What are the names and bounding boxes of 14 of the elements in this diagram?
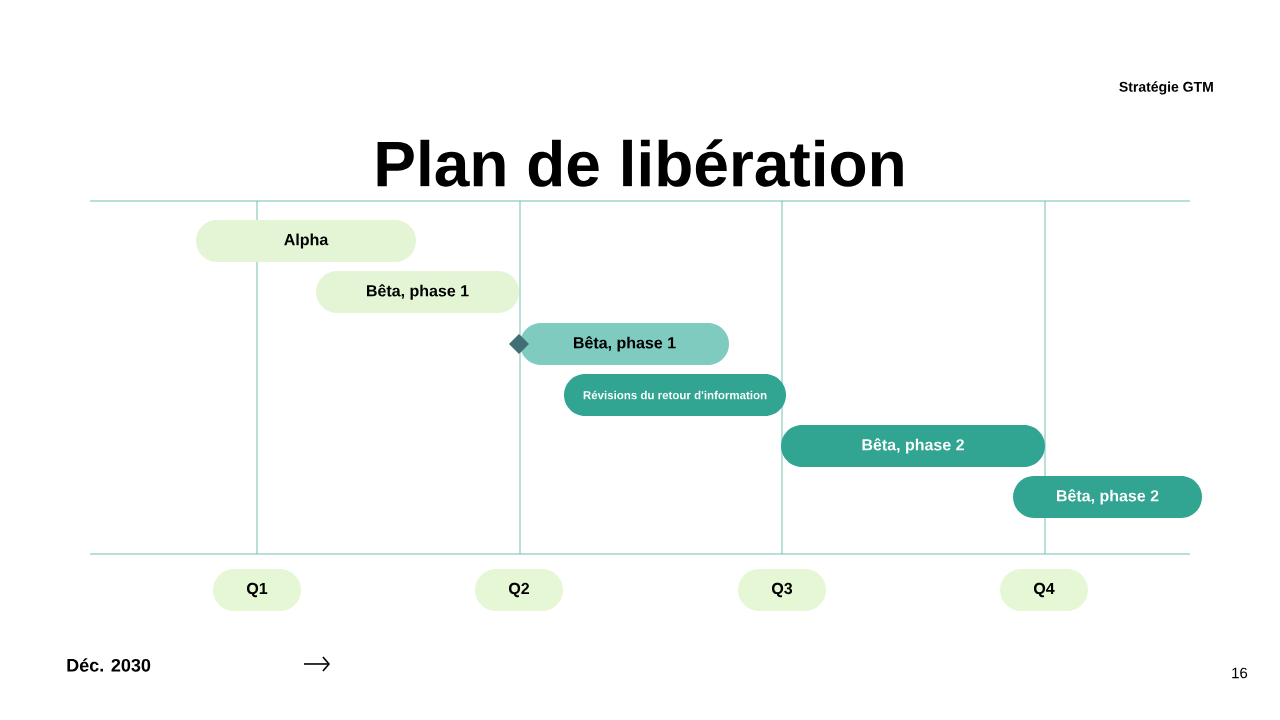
timeline-bar: Alpha [196, 220, 416, 262]
timeline-bar: Bêta, phase 2 [1013, 476, 1202, 518]
quarter-pill: Q1 [213, 569, 301, 611]
timeline-bar: Révisions du retour d'information [564, 374, 786, 416]
date-text: Déc. 2030 [67, 658, 151, 672]
quarter-pill: Q3 [738, 569, 826, 611]
quarter-pill: Q4 [1000, 569, 1088, 611]
quarter-pill: Q2 [475, 569, 563, 611]
title: Plan de libération [377, 139, 903, 187]
page-number: 16 [1232, 667, 1248, 679]
timeline-bar: Bêta, phase 2 [781, 425, 1045, 467]
timeline-bar: Bêta, phase 1 [316, 271, 519, 313]
timeline-bar: Bêta, phase 1 [520, 323, 729, 365]
header-text: Stratégie GTM [1119, 81, 1213, 95]
